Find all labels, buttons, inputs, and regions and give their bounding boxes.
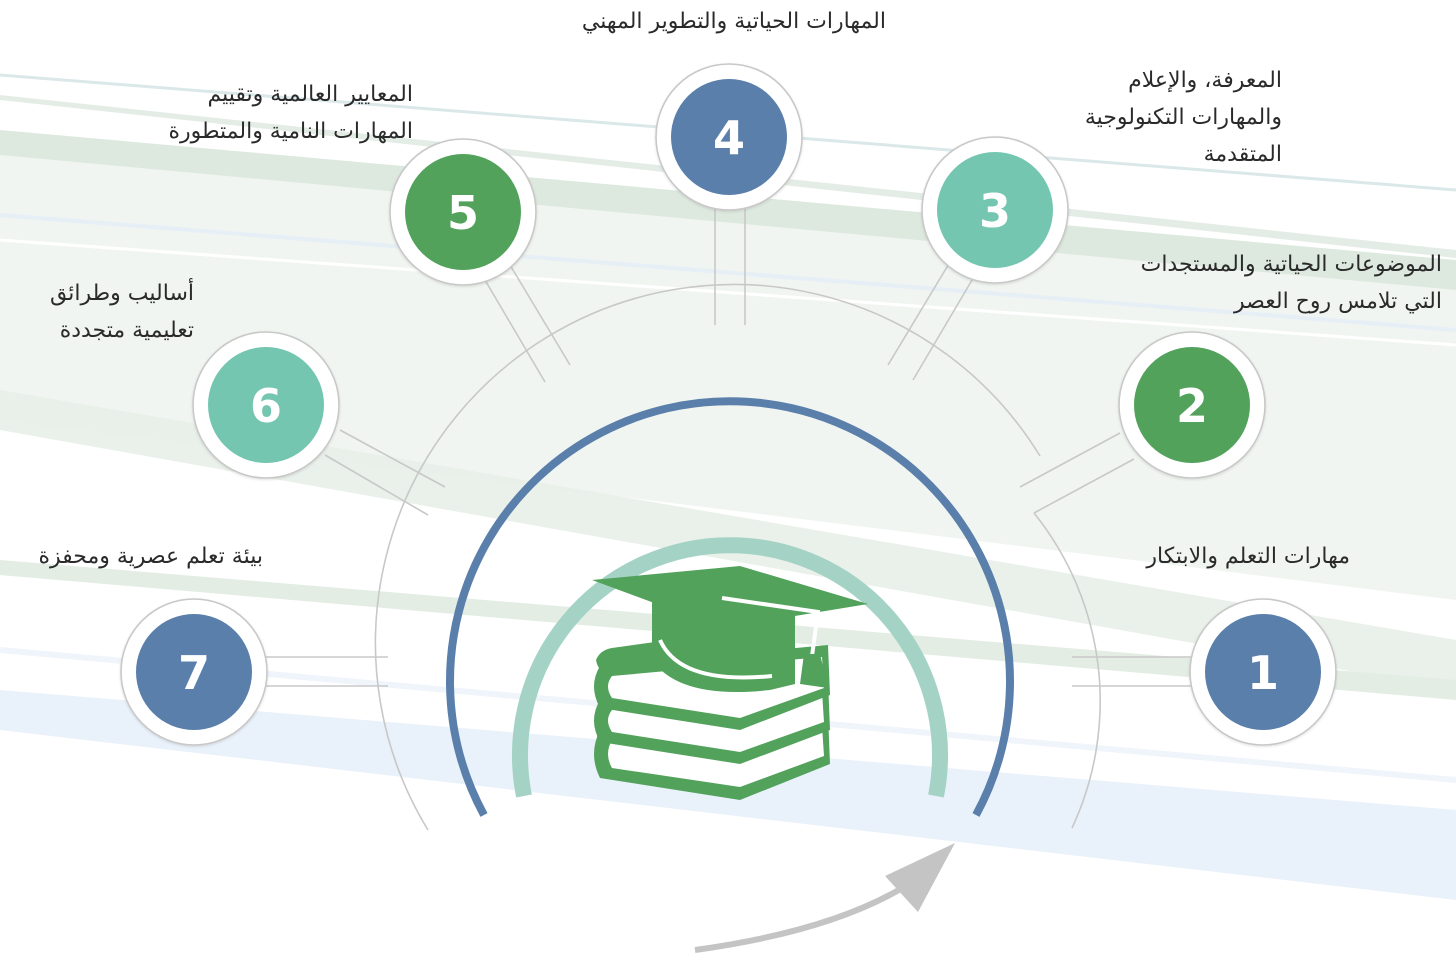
node-2: 2	[1118, 331, 1266, 479]
node-number: 4	[713, 111, 745, 165]
label-5: المعايير العالمية وتقييم المهارات النامي…	[168, 76, 413, 150]
label-7-line: بيئة تعلم عصرية ومحفزة	[38, 544, 263, 569]
node-number: 6	[250, 379, 282, 433]
label-7: بيئة تعلم عصرية ومحفزة	[38, 538, 263, 575]
node-1: 1	[1189, 598, 1337, 746]
node-5: 5	[389, 138, 537, 286]
node-circle	[671, 79, 787, 195]
label-1: مهارات التعلم والابتكار	[1146, 538, 1350, 575]
label-5-line: المعايير العالمية وتقييم	[207, 82, 413, 107]
node-circle	[208, 347, 324, 463]
label-4: المهارات الحياتية والتطوير المهني	[582, 3, 886, 40]
label-2-line: الموضوعات الحياتية والمستجدات	[1140, 252, 1442, 277]
label-2-line: التي تلامس روح العصر	[1234, 289, 1442, 314]
node-number: 3	[979, 184, 1011, 238]
node-number: 2	[1176, 379, 1208, 433]
label-3: المعرفة، والإعلام والمهارات التكنولوجية …	[1085, 62, 1282, 173]
label-6: أساليب وطرائق تعليمية متجددة	[50, 275, 194, 349]
node-circle	[1134, 347, 1250, 463]
node-circle	[136, 614, 252, 730]
label-6-line: تعليمية متجددة	[59, 318, 194, 343]
node-number: 7	[178, 646, 210, 700]
cycle-arrow-icon	[694, 843, 955, 953]
outer-arc	[446, 397, 1014, 817]
label-1-line: مهارات التعلم والابتكار	[1146, 544, 1350, 569]
graduation-cap-on-books-icon	[592, 566, 868, 800]
label-6-line: أساليب وطرائق	[49, 281, 194, 306]
inner-arc	[512, 537, 948, 798]
node-6: 6	[192, 331, 340, 479]
node-circle	[405, 154, 521, 270]
label-3-line: المعرفة، والإعلام	[1128, 68, 1282, 93]
connectors	[265, 208, 1200, 831]
node-3: 3	[921, 136, 1069, 284]
node-number: 5	[447, 186, 479, 240]
node-number: 1	[1247, 646, 1279, 700]
label-4-line: المهارات الحياتية والتطوير المهني	[581, 9, 886, 34]
label-5-line: المهارات النامية والمتطورة	[168, 119, 413, 144]
label-2: الموضوعات الحياتية والمستجدات التي تلامس…	[1141, 246, 1442, 320]
label-3-line: والمهارات التكنولوجية	[1084, 105, 1282, 130]
label-3-line: المتقدمة	[1203, 142, 1282, 167]
node-circle	[1205, 614, 1321, 730]
node-circle	[937, 152, 1053, 268]
node-4: 4	[655, 63, 803, 211]
node-7: 7	[120, 598, 268, 746]
